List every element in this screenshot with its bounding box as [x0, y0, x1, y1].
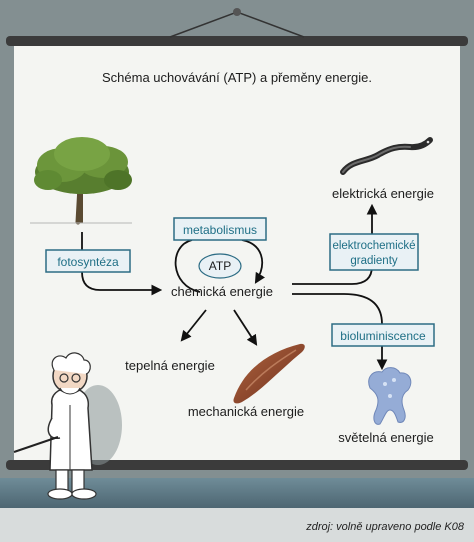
label-photosynthesis-text: fotosyntéza [57, 255, 119, 269]
label-electrochemical-line2: gradienty [350, 255, 398, 267]
node-electrical-energy: elektrická energie [332, 186, 434, 201]
node-thermal-energy: tepelná energie [125, 358, 215, 373]
top-rail [6, 36, 468, 46]
label-metabolism: metabolismus [173, 217, 267, 241]
arrow-metabolism-loop-right [241, 239, 266, 284]
atp-text: ATP [209, 259, 231, 273]
tree-icon [30, 137, 132, 225]
arrow-mechanical [233, 309, 258, 346]
arrow-thermal [180, 309, 207, 342]
arrow-metabolism-loop-left [174, 239, 201, 293]
atp-node: ATP [198, 253, 242, 279]
bottom-rail [6, 460, 468, 470]
label-electrochemical: elektrochemické gradienty [329, 233, 419, 271]
jellyfish-icon [368, 367, 412, 425]
label-electrochemical-line1: elektrochemické [332, 240, 415, 252]
source-credit: zdroj: volně upraveno podle K08 [305, 521, 465, 533]
label-bioluminescence-text: bioluminiscence [340, 329, 426, 343]
label-bioluminescence: bioluminiscence [331, 323, 435, 347]
diagram-title: Schéma uchovávání (ATP) a přeměny energi… [102, 70, 372, 85]
professor-icon [13, 352, 122, 500]
muscle-icon [233, 343, 305, 404]
footer-strip [0, 508, 474, 542]
node-mechanical-energy: mechanická energie [188, 404, 304, 419]
label-photosynthesis: fotosyntéza [45, 249, 131, 273]
node-chemical-energy: chemická energie [171, 284, 273, 299]
hanger-hook [233, 8, 241, 16]
node-light-energy: světelná energie [338, 430, 433, 445]
eel-icon [340, 137, 433, 175]
label-metabolism-text: metabolismus [183, 223, 257, 237]
